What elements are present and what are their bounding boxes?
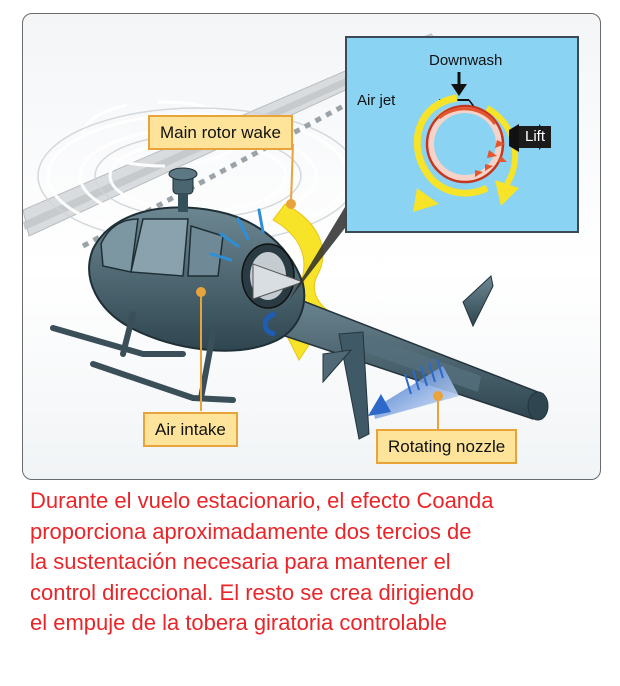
- caption-line: proporciona aproximadamente dos tercios …: [30, 518, 472, 544]
- air-intake-fan: [209, 208, 305, 337]
- caption-line: control direccional. El resto se crea di…: [30, 579, 474, 605]
- fuselage: [88, 167, 306, 352]
- downwash-label: Downwash: [429, 52, 503, 69]
- lift-label: Lift: [519, 126, 551, 148]
- inset-connector: [289, 202, 348, 300]
- landing-skids: [50, 311, 236, 403]
- rotating-nozzle-callout: Rotating nozzle: [376, 429, 518, 464]
- rotating-nozzle-exhaust: [368, 358, 459, 419]
- caption-line: la sustentación necesaria para mantener …: [30, 549, 451, 575]
- main-rotor-wake-callout: Main rotor wake: [148, 115, 293, 150]
- tail-fins: [322, 275, 494, 440]
- coanda-flow-diagram: [413, 72, 551, 212]
- callout-leaders: [196, 143, 443, 432]
- notar-diagram: Downwash Air jet Lift Main rotor wake Ai…: [22, 13, 601, 480]
- air-intake-callout: Air intake: [143, 412, 238, 447]
- caption-line: el empuje de la tobera giratoria control…: [30, 610, 448, 636]
- coanda-inset: Downwash Air jet Lift: [345, 36, 579, 233]
- air-jet-label: Air jet: [357, 92, 396, 109]
- caption-line: Durante el vuelo estacionario, el efecto…: [30, 488, 494, 513]
- tail-boom: [272, 293, 549, 421]
- caption: Durante el vuelo estacionario, el efecto…: [30, 486, 600, 639]
